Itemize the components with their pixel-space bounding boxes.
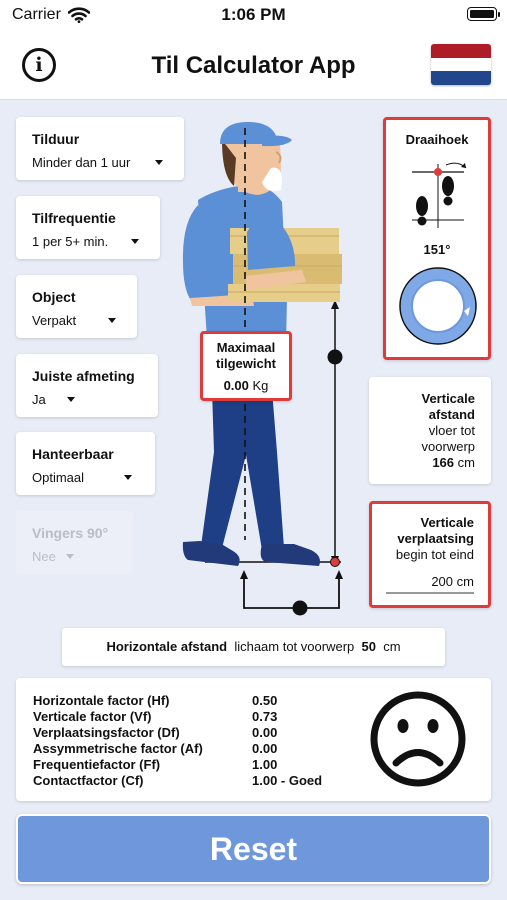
select-value: Ja xyxy=(32,392,46,407)
select-label: Tilduur xyxy=(32,131,80,147)
select-hanteerbaar[interactable]: Hanteerbaar Optimaal xyxy=(16,432,155,495)
caret-down-icon xyxy=(124,475,132,480)
clock: 1:06 PM xyxy=(221,5,286,24)
horizontal-distance-value: 50 xyxy=(361,639,376,654)
select-label: Tilfrequentie xyxy=(32,210,116,226)
caret-down-icon xyxy=(155,160,163,165)
factor-value: 0.00 xyxy=(252,725,278,740)
select-juiste-afmeting[interactable]: Juiste afmeting Ja xyxy=(16,354,158,417)
feet-rotation-icon xyxy=(412,162,467,228)
max-weight-value: 0.00 xyxy=(223,378,249,393)
vertical-distance-desc: vloer tot xyxy=(428,423,475,438)
select-vingers-90: Vingers 90° Nee xyxy=(16,511,133,574)
rotation-card[interactable]: Draaihoek 151° xyxy=(383,117,491,360)
factor-value: 0.00 xyxy=(252,741,278,756)
select-object[interactable]: Object Verpakt xyxy=(16,275,137,338)
horizontal-distance-field[interactable]: Horizontale afstand lichaam tot voorwerp… xyxy=(62,628,445,666)
vertical-displacement-unit: cm xyxy=(456,574,474,589)
select-label: Vingers 90° xyxy=(32,525,109,541)
select-value: Optimaal xyxy=(32,470,85,485)
vertical-distance-value: 166 xyxy=(432,455,455,470)
factor-label: Frequentiefactor (Ff) xyxy=(33,757,161,772)
factor-value: 1.00 - Goed xyxy=(252,773,323,788)
horizontal-distance-sublabel: lichaam tot voorwerp xyxy=(234,639,355,654)
caret-down-icon xyxy=(131,239,139,244)
caret-down-icon xyxy=(66,554,74,559)
rotation-dial[interactable] xyxy=(398,266,478,346)
vertical-distance-unit: cm xyxy=(457,455,475,470)
factor-label: Contactfactor (Cf) xyxy=(33,773,144,788)
nav-bar: i Til Calculator App xyxy=(0,30,507,100)
factor-label: Verplaatsingsfactor (Df) xyxy=(33,725,180,740)
vertical-displacement-desc: begin tot eind xyxy=(395,547,474,562)
select-label: Object xyxy=(32,289,76,305)
factor-value: 1.00 xyxy=(252,757,278,772)
vertical-distance-desc-2: voorwerp xyxy=(421,439,475,454)
status-bar: Carrier 1:06 PM xyxy=(0,0,507,30)
vertical-displacement-title-2: verplaatsing xyxy=(397,531,474,546)
rotation-title: Draaihoek xyxy=(405,132,469,147)
factor-value: 0.73 xyxy=(252,709,278,724)
select-label: Juiste afmeting xyxy=(32,368,135,384)
reset-button[interactable]: Reset xyxy=(16,814,491,884)
vertical-distance-title: Verticale xyxy=(421,391,476,406)
caret-down-icon xyxy=(108,318,116,323)
sad-face-icon xyxy=(370,691,466,787)
horizontal-distance-unit: cm xyxy=(383,639,401,654)
vertical-distance-title-2: afstand xyxy=(428,407,475,422)
select-value: 1 per 5+ min. xyxy=(32,234,109,249)
factor-label: Assymmetrische factor (Af) xyxy=(33,741,203,756)
max-weight-unit: Kg xyxy=(252,378,269,393)
select-value: Verpakt xyxy=(32,313,77,328)
select-tilduur[interactable]: Tilduur Minder dan 1 uur xyxy=(16,117,184,180)
select-label: Hanteerbaar xyxy=(32,446,114,462)
max-weight-label-2: tilgewicht xyxy=(216,356,276,371)
wifi-icon xyxy=(68,7,90,23)
select-tilfrequentie[interactable]: Tilfrequentie 1 per 5+ min. xyxy=(16,196,160,259)
page-title: Til Calculator App xyxy=(151,52,356,79)
factor-label: Horizontale factor (Hf) xyxy=(33,693,170,708)
max-weight-label: Maximaal xyxy=(216,340,276,355)
netherlands-flag-icon[interactable] xyxy=(431,44,491,85)
vertical-displacement-value: 200 xyxy=(431,574,454,589)
rotation-angle: 151° xyxy=(423,242,451,257)
vertical-displacement-input[interactable]: 200 cm xyxy=(386,572,474,594)
vertical-displacement-card[interactable]: Verticale verplaatsing begin tot eind 20… xyxy=(369,501,491,608)
factor-label: Verticale factor (Vf) xyxy=(33,709,152,724)
factor-value: 0.50 xyxy=(252,693,278,708)
battery-icon xyxy=(467,7,500,21)
select-value: Nee xyxy=(32,549,56,564)
results-card: Horizontale factor (Hf) 0.50 Verticale f… xyxy=(16,678,491,801)
caret-down-icon xyxy=(67,397,75,402)
info-icon[interactable]: i xyxy=(22,48,56,82)
select-value: Minder dan 1 uur xyxy=(32,155,131,170)
horizontal-distance-label: Horizontale afstand xyxy=(106,639,228,654)
vertical-distance-card[interactable]: Verticale afstand vloer tot voorwerp 166… xyxy=(369,377,491,484)
carrier-label: Carrier xyxy=(12,6,61,23)
max-weight-card: Maximaal tilgewicht 0.00 Kg xyxy=(200,331,292,401)
vertical-displacement-title: Verticale xyxy=(420,515,475,530)
